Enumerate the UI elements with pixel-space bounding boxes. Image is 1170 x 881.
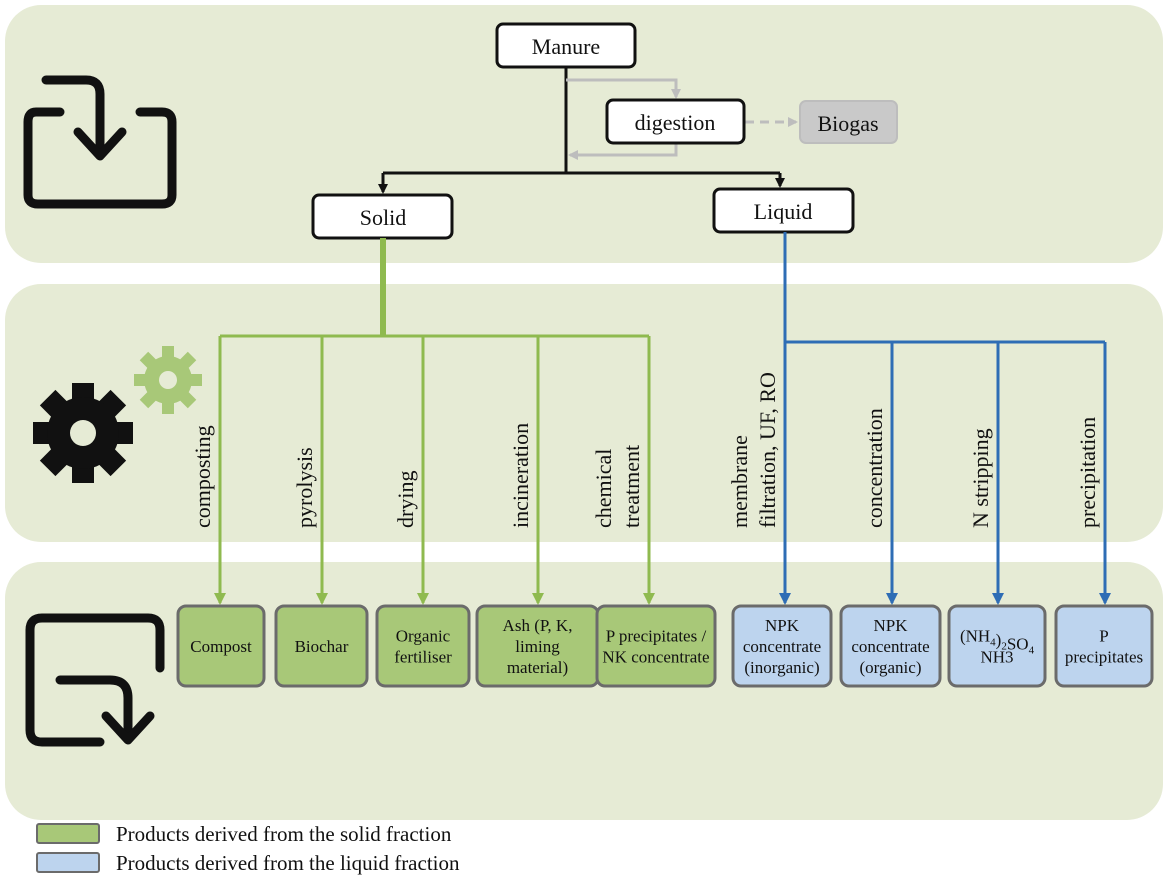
product-label-line: NPK xyxy=(765,616,800,635)
product-biochar: Biochar xyxy=(274,604,369,688)
process-label-line: incineration xyxy=(508,423,533,528)
input-tray-icon xyxy=(23,75,177,209)
product-box xyxy=(274,604,369,688)
product-box xyxy=(375,604,471,688)
process-concentration: concentration xyxy=(862,408,887,528)
product-npk-concentrate-organic: NPK concentrate (organic) xyxy=(839,604,942,688)
product-label-line: Biochar xyxy=(295,637,349,656)
product-label-line: P precipitates / xyxy=(606,627,707,646)
output-tray-icon xyxy=(25,613,165,747)
branch-layer xyxy=(214,336,1111,605)
product-label-line: liming xyxy=(515,637,560,656)
legend-item-liquid: Products derived from the liquid fractio… xyxy=(36,851,460,875)
product-box xyxy=(176,604,266,688)
biogas-label: Biogas xyxy=(817,111,878,136)
product-label-line: material) xyxy=(507,658,568,677)
legend-label-liquid: Products derived from the liquid fractio… xyxy=(116,851,460,875)
product-ash-p-k-liming-material: Ash (P, K, liming material) xyxy=(475,604,600,688)
product-box xyxy=(947,604,1047,688)
digestion-node: digestion xyxy=(605,98,746,145)
product-label-line: concentrate xyxy=(851,637,929,656)
legend-label-solid: Products derived from the solid fraction xyxy=(116,822,452,846)
manure-node: Manure xyxy=(495,22,637,69)
product-box xyxy=(839,604,942,688)
product-compost: Compost xyxy=(176,604,266,688)
process-label-line: chemical xyxy=(591,449,616,528)
product-box xyxy=(731,604,833,688)
process-incineration: incineration xyxy=(508,423,533,528)
digestion-out-arrow xyxy=(568,142,678,160)
biogas-node: Biogas xyxy=(799,100,898,144)
product-label-line: (organic) xyxy=(860,658,922,677)
digestion-in-arrow xyxy=(566,78,681,99)
product-label-line: fertiliser xyxy=(394,648,452,667)
product-label-line: P xyxy=(1099,627,1108,646)
product-label-line: NPK xyxy=(873,616,908,635)
process-n-stripping: N stripping xyxy=(968,428,993,528)
process-label-line: pyrolysis xyxy=(292,447,317,528)
band-products xyxy=(5,562,1163,820)
legend-item-solid: Products derived from the solid fraction xyxy=(36,822,452,846)
product-boxes: Compost Biochar Organic fertiliser Ash (P, K… xyxy=(176,604,1154,688)
liquid-node: Liquid xyxy=(712,187,855,234)
process-label-line: precipitation xyxy=(1075,417,1100,528)
product-label-line: Ash (P, K, xyxy=(503,616,573,635)
product-label-line: precipitates xyxy=(1065,648,1143,667)
product-npk-concentrate-inorganic: NPK concentrate (inorganic) xyxy=(731,604,833,688)
gears-icon xyxy=(33,346,202,483)
solid-label: Solid xyxy=(360,205,406,230)
product-p-precipitates-nk-concentrate: P precipitates / NK concentrate xyxy=(595,604,717,688)
process-labels: composting pyrolysis drying incineration che… xyxy=(190,372,1100,528)
product-label-line: Organic xyxy=(396,627,451,646)
product-label-line: Compost xyxy=(190,637,252,656)
digestion-label: digestion xyxy=(635,110,716,135)
solid-node: Solid xyxy=(311,193,454,240)
legend-swatch-liquid xyxy=(36,852,100,873)
band-processes xyxy=(5,284,1163,542)
product-box xyxy=(595,604,717,688)
process-label-line: composting xyxy=(190,425,215,528)
manure-label: Manure xyxy=(532,34,600,59)
band-input xyxy=(5,5,1163,263)
product-label-line: (NH4)2SO4 xyxy=(960,627,1035,657)
process-pyrolysis: pyrolysis xyxy=(292,447,317,528)
product-box xyxy=(1054,604,1154,688)
product-label-line: concentrate xyxy=(743,637,821,656)
process-drying: drying xyxy=(393,471,418,528)
process-label-line: N stripping xyxy=(968,428,993,528)
product-organic-fertiliser: Organic fertiliser xyxy=(375,604,471,688)
legend-swatch-solid xyxy=(36,823,100,844)
product-label-line: NH3 xyxy=(980,648,1013,667)
legend: Products derived from the solid fraction… xyxy=(36,822,460,875)
process-precipitation: precipitation xyxy=(1075,417,1100,528)
process-label-line: drying xyxy=(393,471,418,528)
process-composting: composting xyxy=(190,425,215,528)
process-label-line: concentration xyxy=(862,408,887,528)
process-label-line: treatment xyxy=(619,445,644,528)
liquid-label: Liquid xyxy=(754,199,813,224)
product-label-line: (inorganic) xyxy=(744,658,819,677)
process-label-line: membrane xyxy=(727,435,752,528)
process-label-line: filtration, UF, RO xyxy=(755,372,780,528)
product-label-line: NK concentrate xyxy=(602,648,709,667)
